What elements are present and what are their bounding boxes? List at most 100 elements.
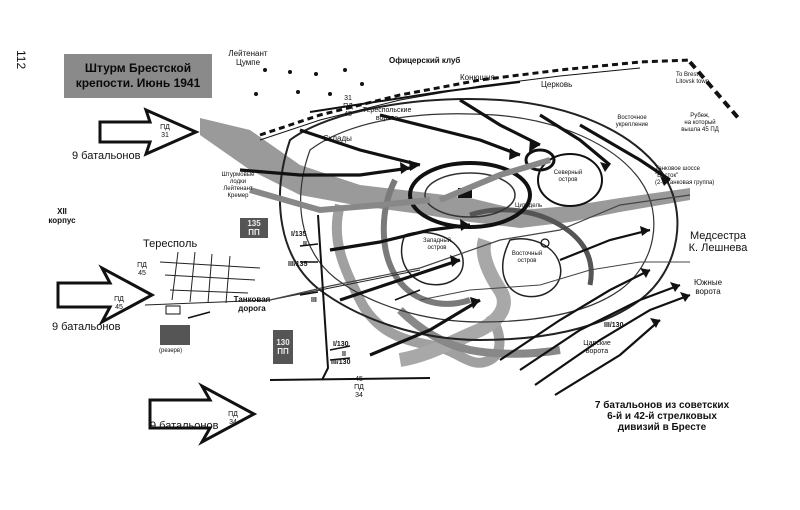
pd45-34-line2: ПД — [354, 384, 364, 391]
label-terespol: Тереспoль — [143, 238, 198, 250]
label-nurse: Медсестра К. Лешнева — [689, 230, 748, 254]
pd45-top-line1: 31 — [344, 95, 352, 102]
unit-ii2: II — [342, 351, 346, 358]
south-gate-line1: Южные — [693, 278, 723, 287]
label-to-brest: To Brest Litovsk town — [676, 72, 709, 86]
assault-boats-line1: Штурмовые — [221, 172, 255, 178]
to-brest-line2: Litovsk town — [676, 79, 710, 85]
east-fort-line2: укрепление — [615, 122, 649, 128]
tank-highway-line3: (2-я танковая группа) — [655, 180, 715, 186]
label-citadel: Цитадель — [515, 203, 543, 209]
nurse-line2: К. Лешнева — [688, 242, 748, 254]
road-south — [419, 261, 690, 301]
unit-pd34-arrow: ПД 34 — [228, 411, 238, 427]
soviet-arrows — [499, 228, 691, 396]
label-stables: Конюшня — [460, 73, 495, 82]
terespol-grid — [144, 251, 421, 306]
citadel-ring — [408, 161, 532, 229]
forest-markers — [254, 68, 364, 96]
label-reserve: (резерв) — [159, 348, 183, 354]
lt-zumpe-line1: Лейтенант — [228, 49, 268, 58]
label-xii-corps: XII корпус — [48, 207, 75, 225]
unit-iii135: III/135 — [288, 261, 308, 268]
terespol-gate-line2: ворота — [375, 115, 399, 122]
arrow-label-top-left: 9 батальонов — [72, 150, 141, 162]
railway-right — [688, 60, 742, 122]
to-brest-line1: To Brest — [676, 72, 699, 78]
unit-pd45-arrow: ПД 45 — [114, 296, 124, 312]
tank-highway-line2: "Восток" — [655, 173, 679, 179]
north-island-line1: Северный — [553, 170, 583, 176]
label-west-island: Западный остров — [423, 238, 451, 252]
pd45-arrow-line1: ПД — [114, 296, 124, 303]
pd45-left-line1: ПД — [137, 262, 147, 269]
unit-pd31: ПД 31 — [160, 124, 170, 140]
pd34-arrow-line1: ПД — [228, 411, 238, 418]
ravine-line1: Рубеж, — [690, 113, 710, 119]
assault-boats-line4: Кремер — [227, 193, 249, 199]
assault-boats-line3: Лейтенант — [223, 186, 253, 192]
north-island — [537, 153, 603, 207]
lt-zumpe-line2: Цумпе — [235, 58, 261, 67]
citadel-inner — [424, 172, 516, 218]
west-island-line1: Западный — [422, 238, 452, 244]
fortress-inner-ring — [300, 113, 655, 323]
map-title: Штурм Брестской крепости. Июнь 1941 — [64, 54, 212, 98]
east-fort-line1: Восточное — [617, 115, 647, 121]
pd45-left-line2: 45 — [138, 270, 146, 277]
german-attack-arrows — [239, 98, 671, 357]
front-line-bottom — [269, 377, 431, 381]
nurse-position-mark — [540, 238, 550, 248]
assault-boats-line2: лодки — [229, 179, 247, 185]
pd45-top-line2: ПД — [343, 103, 353, 110]
bridge-box — [165, 305, 181, 315]
railway-rails — [259, 67, 641, 141]
label-terespol-gate: Тереспольские ворота — [363, 107, 412, 123]
soviet-battalions-line3: дивизий в Бресте — [617, 422, 707, 433]
east-island-line1: Восточный — [511, 251, 543, 257]
unit-pd45-left: ПД 45 — [137, 262, 147, 278]
gray-attack-arrows — [249, 157, 551, 214]
front-line-left — [317, 214, 330, 381]
box130-line1: 130 — [276, 338, 290, 347]
box130-line2: ПП — [277, 347, 289, 356]
unit-pd45-34-bottom: 45 ПД 34 — [354, 376, 364, 400]
north-island-line2: остров — [558, 177, 578, 183]
pd45-arrow-line2: 45 — [115, 304, 123, 311]
unit-iii130-right: III/130 — [604, 322, 624, 329]
railway-line — [259, 58, 691, 137]
west-island-line2: остров — [427, 245, 447, 251]
mukhavets-river — [398, 237, 511, 367]
label-officer-club: Офицерский клуб — [389, 56, 461, 65]
label-lt-zumpe: Лейтенант Цумпе — [228, 49, 267, 67]
west-island — [400, 231, 464, 286]
label-tsar-gate: Царские ворота — [583, 340, 610, 356]
box135-line1: 135 — [247, 219, 261, 228]
gray-band — [200, 118, 690, 228]
reserve-box-bg — [160, 325, 190, 345]
big-arrow-top-left — [98, 107, 200, 157]
terespol-arrows — [187, 243, 421, 361]
unit-pd45-top: 31 ПД 45 — [343, 95, 353, 119]
label-east-island: Восточный остров — [512, 251, 542, 265]
river-branch — [469, 207, 594, 286]
arrow-label-mid-left: 9 батальонов — [52, 321, 121, 333]
pd31-line1: ПД — [160, 124, 170, 131]
unit-iii: III — [311, 297, 317, 304]
label-ravine: Рубеж, на который вышла 45 ПД — [681, 113, 719, 134]
river-lower — [397, 307, 561, 358]
label-north-island: Северный остров — [554, 170, 582, 184]
unit-box-130: 130 ПП — [273, 338, 293, 356]
pd31-line2: 31 — [161, 132, 169, 139]
pd45-34-line1: 45 — [355, 376, 363, 383]
label-assault-boats: Штурмовые лодки Лейтенант Кремер — [222, 172, 255, 200]
tank-road-line1: Танковая — [233, 295, 271, 304]
tank-road-line2: дорога — [238, 304, 266, 313]
pd34-arrow-line2: 34 — [229, 419, 237, 426]
soviet-arrowheads — [640, 226, 690, 328]
pd45-34-line3: 34 — [355, 392, 363, 399]
arrow-label-bottom-left: 9 батальонов — [150, 420, 219, 432]
tank-highway-line1: Танковое шоссе — [655, 166, 701, 172]
ravine-line2: на который — [684, 120, 716, 126]
